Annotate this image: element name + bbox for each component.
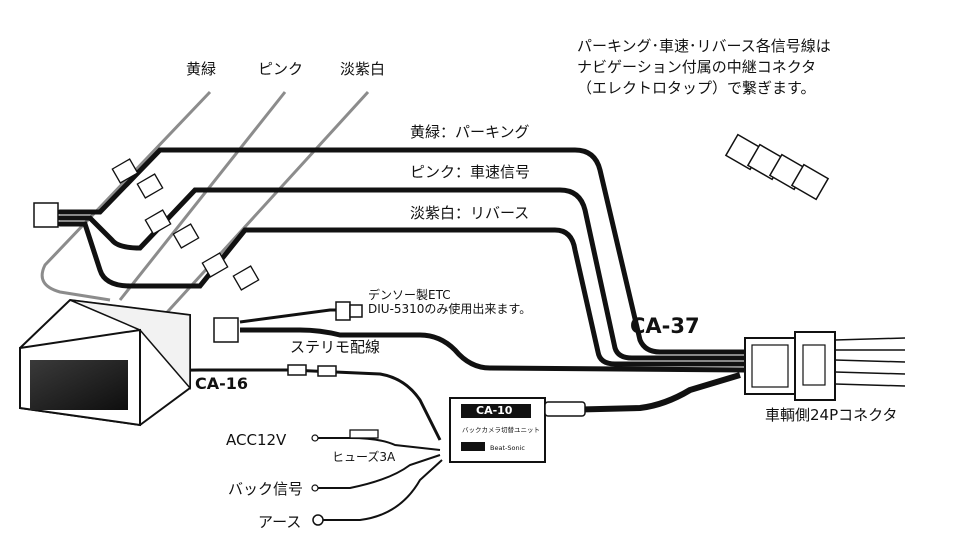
top-label-pink: ピンク xyxy=(258,60,304,78)
wire-reverse xyxy=(57,221,748,367)
note-line: パーキング･車速･リバース各信号線は xyxy=(577,37,831,55)
fuse-holder xyxy=(349,429,379,439)
gray-wire-guides xyxy=(40,90,370,322)
etc-wire xyxy=(239,308,345,324)
etc-label: デンソー製ETC DIU-5310のみ使用出来ます。 xyxy=(368,288,531,316)
signal-label-parking: 黄緑：パーキング xyxy=(410,123,530,141)
top-label-yellow-green: 黄緑 xyxy=(186,60,217,78)
back-signal-label: バック信号 xyxy=(228,480,304,498)
ca10-label: CA-10 xyxy=(476,404,513,417)
ca16-label: CA-16 xyxy=(195,374,249,393)
ground-label: アース xyxy=(258,513,302,531)
wire-parking xyxy=(57,147,748,355)
wire-speed xyxy=(57,187,748,361)
wire-terminals xyxy=(311,434,319,492)
vehicle-connector-label: 車輌側24Pコネクタ xyxy=(765,406,898,424)
ca10-module: バックカメラ切替ユニット Beat-Sonic xyxy=(449,397,586,463)
fuse-label: ヒューズ3A xyxy=(332,450,396,464)
note-line: （エレクトロタップ）で繋ぎます。 xyxy=(577,79,816,97)
ground-terminal xyxy=(312,514,324,526)
navigation-unit xyxy=(19,298,191,427)
etc-line: デンソー製ETC xyxy=(368,288,451,302)
etc-line: DIU-5310のみ使用出来ます。 xyxy=(368,302,532,316)
signal-label-reverse: 淡紫白：リバース xyxy=(410,204,530,222)
module-brand: Beat-Sonic xyxy=(490,444,525,452)
connector-plugs xyxy=(33,202,363,377)
stereo-wire xyxy=(240,327,746,373)
note-line: ナビゲーション付属の中継コネクタ xyxy=(577,58,817,76)
vehicle-24p-connector xyxy=(744,331,906,401)
ca37-label: CA-37 xyxy=(630,314,700,338)
acc-label: ACC12V xyxy=(226,431,287,449)
electro-tap-illustration xyxy=(724,133,830,201)
stereo-label: ステリモ配線 xyxy=(290,338,381,356)
module-subtitle: バックカメラ切替ユニット xyxy=(462,425,540,434)
electro-tap-connectors xyxy=(111,158,260,291)
signal-label-speed: ピンク：車速信号 xyxy=(410,163,531,181)
signal-wires xyxy=(57,147,748,367)
note-block: パーキング･車速･リバース各信号線は ナビゲーション付属の中継コネクタ （エレク… xyxy=(577,36,831,99)
ca10-output-wire xyxy=(559,372,741,413)
top-label-light-purple-white: 淡紫白 xyxy=(340,60,386,78)
